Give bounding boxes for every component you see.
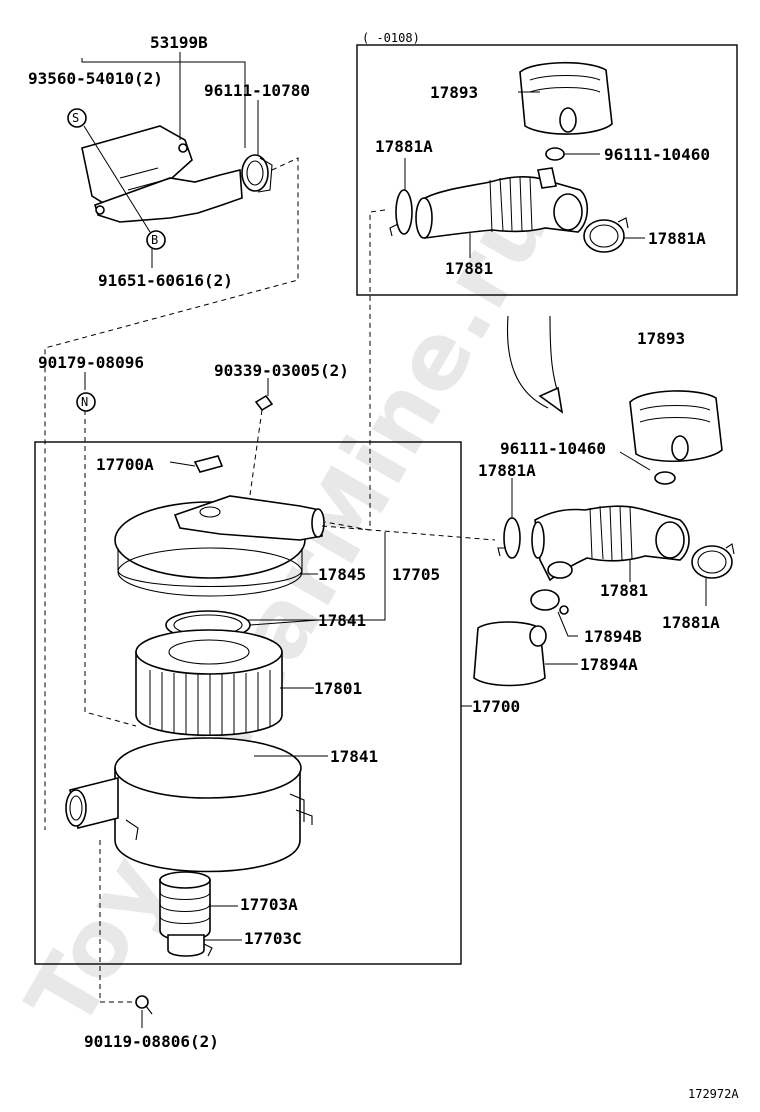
- svg-text:S: S: [72, 111, 79, 125]
- part-17893-cover-mid: [629, 390, 723, 463]
- watermark: ToyotaCarMine.ru: [6, 173, 572, 1046]
- part-17894b-clamp: [530, 589, 569, 615]
- symbol-s: S: [67, 108, 87, 128]
- label-91651-60616: 91651-60616(2): [98, 271, 233, 290]
- symbol-b: B: [146, 230, 166, 250]
- part-17703a-hose: [159, 871, 211, 942]
- part-53199b-bracket: [81, 125, 273, 223]
- variant-arrow: [506, 315, 564, 414]
- label-17894b: 17894B: [584, 627, 642, 646]
- label-17881a-mid-right: 17881A: [662, 613, 720, 632]
- part-96111-10460-top: [545, 147, 565, 161]
- label-17845: 17845: [318, 565, 366, 584]
- part-90339-clip: [254, 394, 274, 412]
- part-96111-10460-mid: [654, 471, 676, 485]
- part-17700a-clip: [193, 455, 224, 473]
- part-17881a-clamp-top-right: [583, 217, 629, 253]
- label-17881a-mid-left: 17881A: [478, 461, 536, 480]
- label-17893-top: 17893: [430, 83, 478, 102]
- air-cleaner-assembly-box: [34, 441, 462, 965]
- variant-note: ( -0108): [362, 31, 420, 45]
- label-90179-08096: 90179-08096: [38, 353, 144, 372]
- label-17700: 17700: [472, 697, 520, 716]
- svg-text:N: N: [81, 395, 88, 409]
- label-17841-top: 17841: [318, 611, 366, 630]
- label-17894a: 17894A: [580, 655, 638, 674]
- part-17881-hose-top: [415, 167, 589, 239]
- label-96111-10460-mid: 96111-10460: [500, 439, 606, 458]
- part-labels: 53199B 93560-54010(2) 96111-10780 91651-…: [28, 33, 720, 1051]
- label-17881a-top-right: 17881A: [648, 229, 706, 248]
- variant-box: [356, 44, 738, 296]
- diagram-id: 172972A: [688, 1087, 739, 1101]
- label-17893-mid: 17893: [637, 329, 685, 348]
- label-17881-mid: 17881: [600, 581, 648, 600]
- part-17893-cover-top: [519, 61, 613, 135]
- dashed-relation-lines: [44, 157, 496, 1003]
- part-17705-cap: [114, 495, 325, 597]
- part-17881a-clamp-mid-right: [691, 543, 735, 579]
- label-17705: 17705: [392, 565, 440, 584]
- svg-text:B: B: [151, 233, 158, 247]
- part-17801-filter-element: [135, 629, 283, 736]
- part-17881-hose-mid: [531, 505, 690, 582]
- label-17881-top: 17881: [445, 259, 493, 278]
- label-17703c: 17703C: [244, 929, 302, 948]
- label-53199b: 53199B: [150, 33, 208, 52]
- label-96111-10460-top: 96111-10460: [604, 145, 710, 164]
- part-air-cleaner-case: [65, 737, 313, 873]
- label-17700a: 17700A: [96, 455, 154, 474]
- leader-lines: [81, 52, 707, 1028]
- label-17801: 17801: [314, 679, 362, 698]
- label-17841-bottom: 17841: [330, 747, 378, 766]
- label-96111-10780: 96111-10780: [204, 81, 310, 100]
- label-93560-54010: 93560-54010(2): [28, 69, 163, 88]
- part-17881a-clamp-top-left: [389, 189, 413, 237]
- part-17894a-resonator: [473, 621, 547, 687]
- symbol-n: N: [76, 392, 96, 412]
- label-17881a-top-left: 17881A: [375, 137, 433, 156]
- label-17703a: 17703A: [240, 895, 298, 914]
- label-90339-03005: 90339-03005(2): [214, 361, 349, 380]
- part-90119-bolt: [135, 995, 153, 1015]
- label-90119-08806: 90119-08806(2): [84, 1032, 219, 1051]
- part-17881a-clamp-mid-left: [497, 517, 521, 559]
- part-17703c-tube: [167, 934, 213, 957]
